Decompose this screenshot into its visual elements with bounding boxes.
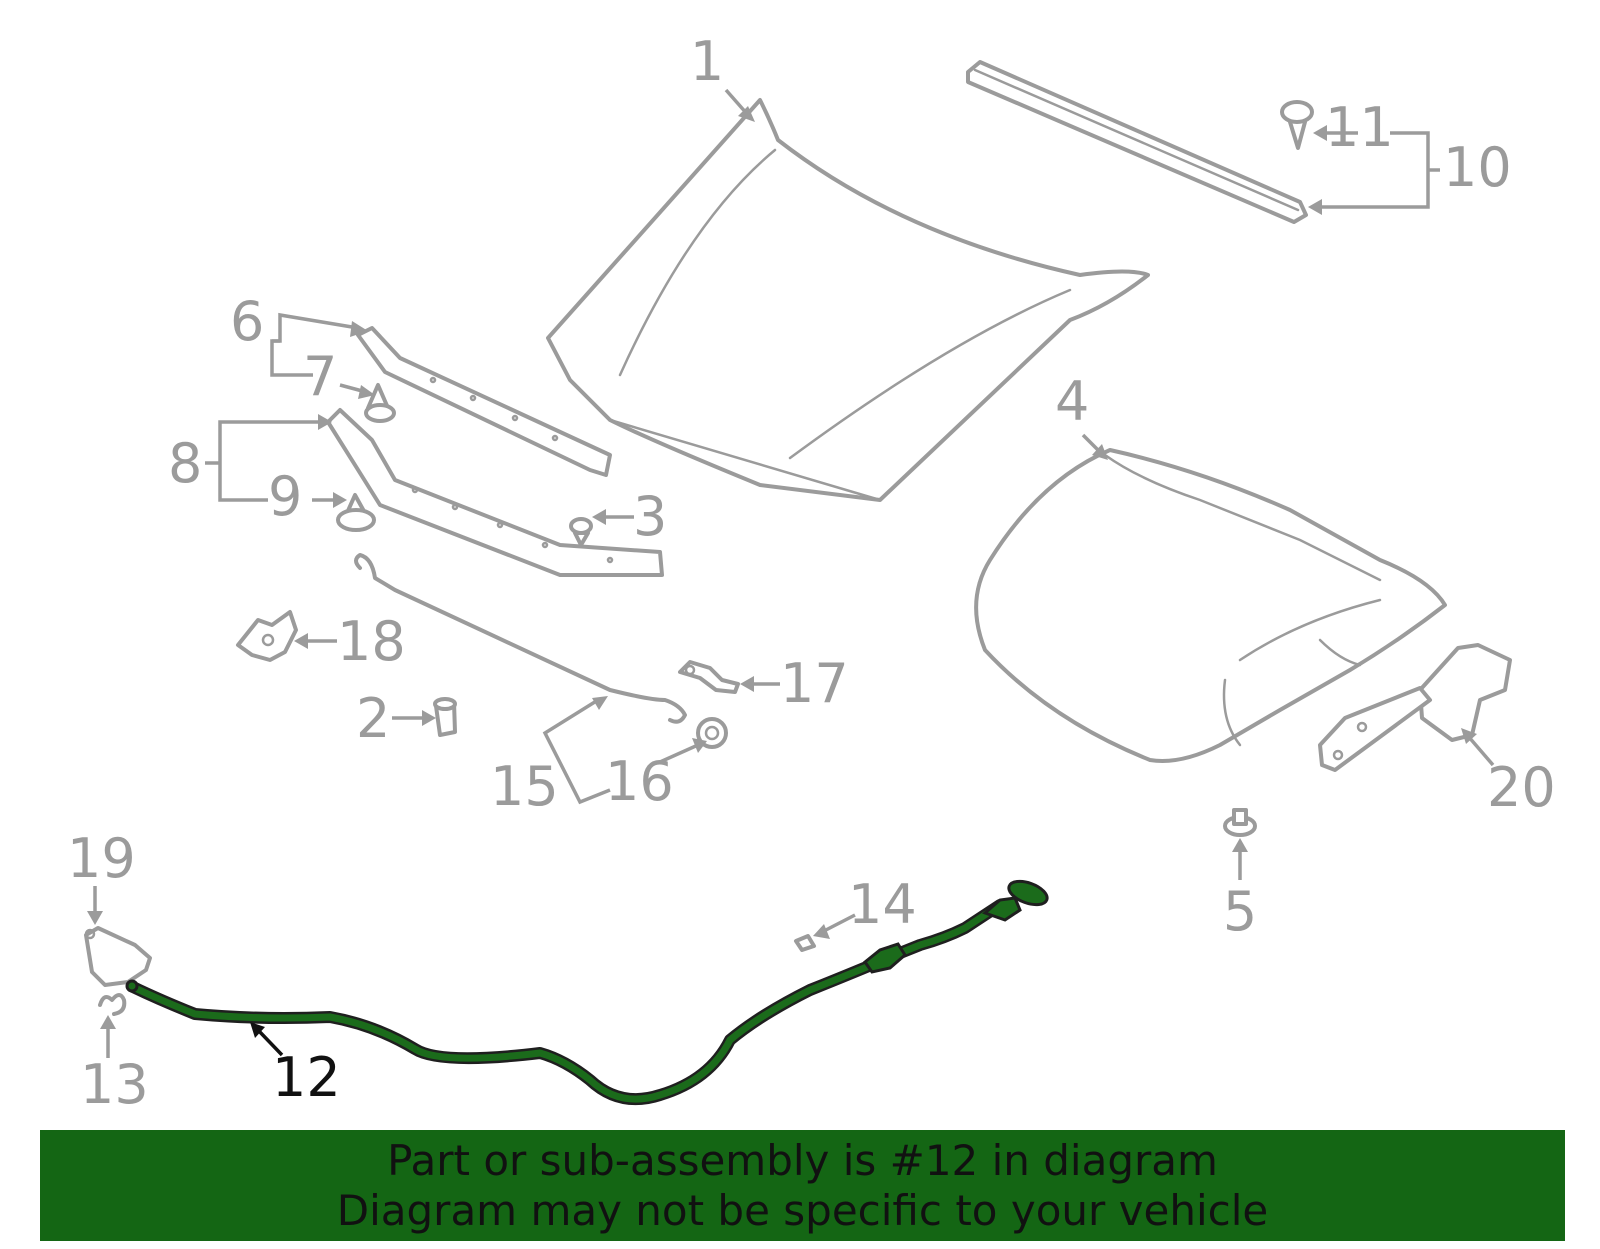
- bolt-part-5: [1223, 808, 1257, 837]
- clip-part-9: [336, 493, 376, 532]
- callout-16: 16: [605, 750, 674, 813]
- banner-line-2: Diagram may not be specific to your vehi…: [336, 1185, 1269, 1235]
- callout-8: 8: [168, 432, 202, 495]
- callout-18: 18: [337, 610, 406, 673]
- bracket-part-19: [84, 926, 152, 987]
- clip-part-14: [794, 934, 816, 952]
- hinge-part-20: [1318, 643, 1512, 772]
- seal-strip-part-6: [356, 326, 612, 477]
- clip-part-3: [569, 517, 593, 547]
- holder-part-17: [678, 660, 740, 694]
- seal-strip-part-8: [326, 408, 664, 577]
- callout-4: 4: [1055, 370, 1089, 433]
- callout-15: 15: [490, 755, 559, 818]
- callout-13: 13: [80, 1053, 149, 1116]
- callout-2: 2: [356, 687, 390, 750]
- callout-19: 19: [67, 827, 136, 890]
- release-cable-part-12: [125, 879, 1049, 1106]
- leader-lines: [87, 88, 1495, 1058]
- callout-5: 5: [1223, 880, 1257, 943]
- callout-1: 1: [690, 30, 724, 93]
- callout-14: 14: [848, 873, 917, 936]
- grommet-part-2: [433, 697, 457, 737]
- callout-6: 6: [230, 290, 264, 353]
- weatherstrip-part-10: [966, 60, 1308, 224]
- callout-3: 3: [633, 485, 667, 548]
- banner-line-1: Part or sub-assembly is #12 in diagram: [387, 1135, 1218, 1185]
- callout-12: 12: [272, 1046, 341, 1109]
- clip-part-11: [1280, 100, 1314, 150]
- support-rod-part-15: [354, 553, 687, 724]
- callout-20: 20: [1487, 756, 1556, 819]
- grommet-part-16: [696, 717, 728, 749]
- bracket-part-18: [236, 610, 298, 662]
- insulator-part-4: [974, 448, 1447, 763]
- clip-part-13: [98, 993, 127, 1016]
- info-banner: Part or sub-assembly is #12 in diagram D…: [40, 1130, 1565, 1241]
- callout-11: 11: [1325, 96, 1394, 159]
- hood-part-1: [546, 98, 1150, 502]
- callout-9: 9: [268, 465, 302, 528]
- callout-labels: 1 11 10 6 7 4 8 9 3 18 17 2 15 16 20 19 …: [67, 30, 1556, 1116]
- clip-part-7: [364, 383, 396, 423]
- callout-17: 17: [780, 652, 849, 715]
- callout-10: 10: [1443, 136, 1512, 199]
- callout-7: 7: [303, 345, 337, 408]
